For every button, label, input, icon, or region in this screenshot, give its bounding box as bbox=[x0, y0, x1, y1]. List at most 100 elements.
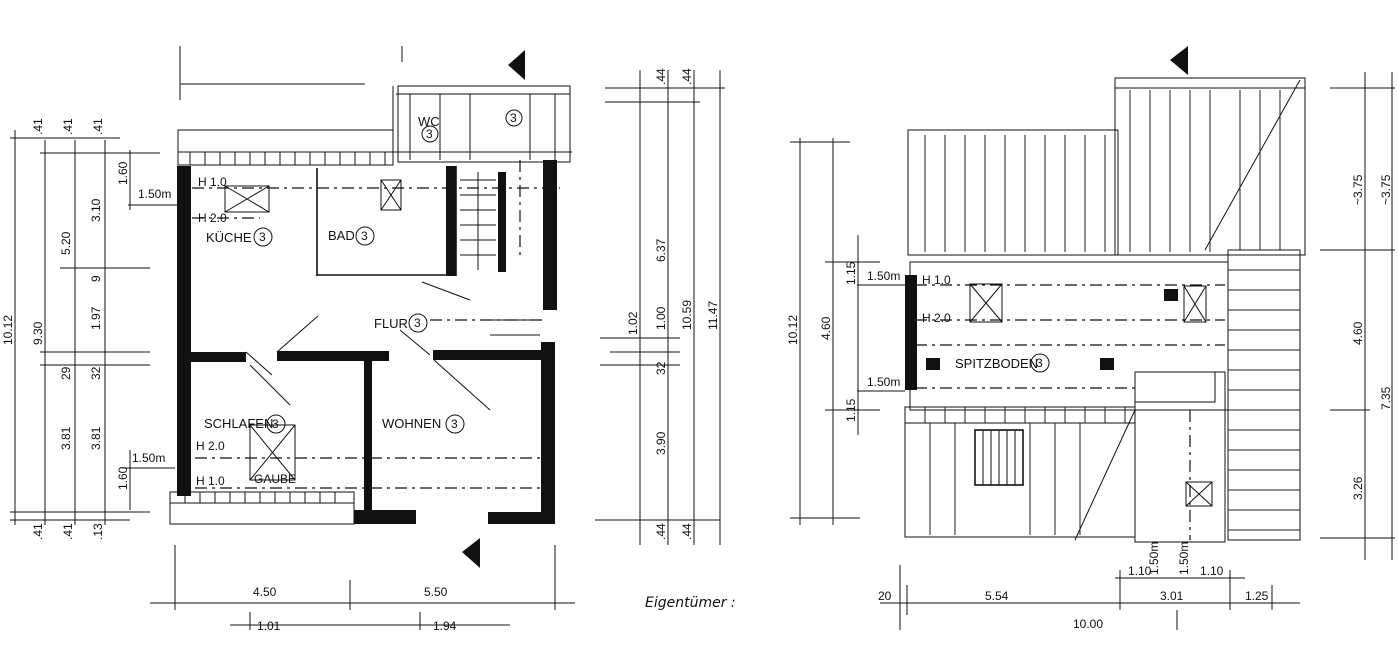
dim-mid-10-59: 10.59 bbox=[680, 300, 694, 330]
dim-left-3-10: 3.10 bbox=[89, 198, 103, 222]
owner-label: Eigentümer : bbox=[645, 595, 736, 611]
dim-left-total: 10.12 bbox=[1, 315, 15, 345]
left-wall-south-right bbox=[488, 512, 555, 524]
room-label-bad: BAD bbox=[328, 228, 355, 243]
dim-left-top-3: .41 bbox=[91, 118, 105, 135]
dim-right-20: 20 bbox=[878, 589, 892, 603]
note-wall-top: 1.50m bbox=[138, 187, 171, 201]
dim-left-29: 29 bbox=[59, 366, 73, 380]
left-wall-mid-1 bbox=[191, 352, 246, 362]
room-label-flur: FLUR bbox=[374, 316, 408, 331]
dim-right-1-15-b: 1.15 bbox=[844, 398, 858, 422]
room-marker-kueche: 3 bbox=[259, 230, 266, 244]
room-marker-wc-b: 3 bbox=[510, 111, 517, 125]
dim-bottom-1-01: 1.01 bbox=[257, 619, 281, 633]
dim-right-v-4-60: 4.60 bbox=[1351, 321, 1365, 345]
note-h-bottom-2: H 1.0 bbox=[196, 474, 225, 488]
note-right-h1: H 1.0 bbox=[922, 273, 951, 287]
note-right-wall-bottom: 1.50m bbox=[867, 375, 900, 389]
dim-left-32: 32 bbox=[89, 366, 103, 380]
right-left-dimension-chain: 10.12 4.60 1.15 1.15 bbox=[786, 138, 880, 525]
section-marker-top-left-icon bbox=[508, 50, 525, 80]
dim-left-1-97: 1.97 bbox=[89, 306, 103, 330]
left-wall-west bbox=[177, 166, 191, 496]
right-floor-plan: SPITZBODEN 3 H 1.0 H 2.0 1.50m 1.50m 1.5… bbox=[857, 46, 1306, 575]
dim-mid-bottom-1: .44 bbox=[654, 523, 668, 540]
section-marker-top-right-icon bbox=[1170, 46, 1188, 75]
dim-mid-bottom-2: .44 bbox=[680, 523, 694, 540]
left-bottom-dimension-chain: 4.50 5.50 1.01 1.94 bbox=[150, 545, 575, 633]
dim-right-1-10-a: 1.10 bbox=[1128, 564, 1152, 578]
dim-bottom-5-50: 5.50 bbox=[424, 585, 448, 599]
dim-left-top-2: .41 bbox=[61, 118, 75, 135]
dim-right-3-75-a: ~3.75 bbox=[1351, 174, 1365, 205]
dim-right-3-01: 3.01 bbox=[1160, 589, 1184, 603]
note-h-bottom-1: H 2.0 bbox=[196, 439, 225, 453]
left-floor-plan: WC 3 3 KÜCHE 3 BAD 3 FLUR 3 SCHLAFEN 3 W… bbox=[122, 46, 572, 568]
room-label-wohnen: WOHNEN bbox=[382, 416, 441, 431]
dim-right-1-25: 1.25 bbox=[1245, 589, 1269, 603]
room-marker-schlafen: 3 bbox=[272, 417, 279, 431]
room-marker-wohnen: 3 bbox=[451, 417, 458, 431]
dim-left-1-60-bottom: 1.60 bbox=[116, 466, 130, 490]
dim-left-bottom-1: .41 bbox=[31, 523, 45, 540]
dim-mid-3-90: 3.90 bbox=[654, 431, 668, 455]
note-right-h2: H 2.0 bbox=[922, 311, 951, 325]
dim-left-top-1: .41 bbox=[31, 118, 45, 135]
note-right-small-2: 1.50m bbox=[1177, 542, 1191, 575]
left-wall-mid-2 bbox=[277, 351, 389, 361]
left-wall-wohnen-west bbox=[364, 358, 372, 518]
dim-left-3-81-b: 3.81 bbox=[89, 426, 103, 450]
room-marker-wc-a: 3 bbox=[426, 127, 433, 141]
dim-right-1-10-b: 1.10 bbox=[1200, 564, 1224, 578]
left-wall-stair-2 bbox=[498, 172, 506, 272]
room-label-kueche: KÜCHE bbox=[206, 230, 252, 245]
dim-mid-top-2: .44 bbox=[680, 68, 694, 85]
right-right-dimension-chain: ~3.75 ~3.75 4.60 7.35 3.26 bbox=[1320, 72, 1395, 560]
dim-left-bottom-3: .13 bbox=[91, 523, 105, 540]
dim-right-3-26: 3.26 bbox=[1351, 476, 1365, 500]
dim-right-4-60: 4.60 bbox=[819, 316, 833, 340]
right-wall-west bbox=[905, 275, 917, 390]
left-wall-mid-3 bbox=[433, 350, 545, 360]
dim-right-total: 10.12 bbox=[786, 315, 800, 345]
middle-dimension-chain: .44 .44 6.37 1.02 1.00 10.59 11.47 32 3.… bbox=[595, 68, 725, 545]
note-wall-bottom: 1.50m bbox=[132, 451, 165, 465]
room-marker-bad: 3 bbox=[361, 229, 368, 243]
dim-left-9: 9 bbox=[89, 275, 103, 282]
dim-bottom-1-94: 1.94 bbox=[433, 619, 457, 633]
room-label-schlafen: SCHLAFEN bbox=[204, 416, 273, 431]
dim-mid-6-37: 6.37 bbox=[654, 238, 668, 262]
dim-mid-1-02: 1.02 bbox=[626, 311, 640, 335]
note-right-small-1: 1.50m bbox=[1147, 542, 1161, 575]
dim-right-1-15-a: 1.15 bbox=[844, 261, 858, 285]
dim-bottom-4-50: 4.50 bbox=[253, 585, 277, 599]
left-wall-east-top bbox=[543, 160, 557, 310]
note-h-top-1: H 1.0 bbox=[198, 175, 227, 189]
dim-mid-11-47: 11.47 bbox=[706, 301, 720, 330]
room-label-gaube: GAUBE bbox=[254, 472, 296, 486]
dim-mid-32: 32 bbox=[654, 361, 668, 375]
dim-left-3-81-a: 3.81 bbox=[59, 426, 73, 450]
left-dimension-chain: 10.12 9.30 .41 .41 .41 1.60 3.10 5.20 9 … bbox=[1, 118, 160, 540]
dim-left-1-60-top: 1.60 bbox=[116, 161, 130, 185]
dim-mid-top-1: .44 bbox=[654, 68, 668, 85]
left-wall-south-wohnen bbox=[354, 510, 416, 524]
section-marker-bottom-left-icon bbox=[462, 538, 480, 568]
right-bottom-dimension-chain: 20 5.54 3.01 1.25 10.00 1.10 1.10 bbox=[878, 564, 1300, 631]
dim-right-7-35: 7.35 bbox=[1379, 386, 1393, 410]
room-marker-flur: 3 bbox=[414, 316, 421, 330]
dim-mid-1-00: 1.00 bbox=[654, 306, 668, 330]
dim-right-5-54: 5.54 bbox=[985, 589, 1009, 603]
note-h-top-2: H 2.0 bbox=[198, 211, 227, 225]
note-right-wall-top: 1.50m bbox=[867, 269, 900, 283]
left-wall-east-bottom bbox=[541, 342, 555, 524]
left-wall-stair bbox=[446, 166, 456, 276]
dim-left-bottom-2: .41 bbox=[61, 523, 75, 540]
dim-left-inner: 9.30 bbox=[31, 321, 45, 345]
dim-right-10-00: 10.00 bbox=[1073, 617, 1103, 631]
room-marker-spitzboden: 3 bbox=[1036, 356, 1043, 370]
room-label-wc: WC bbox=[418, 114, 440, 129]
room-label-spitzboden: SPITZBODEN bbox=[955, 356, 1038, 371]
